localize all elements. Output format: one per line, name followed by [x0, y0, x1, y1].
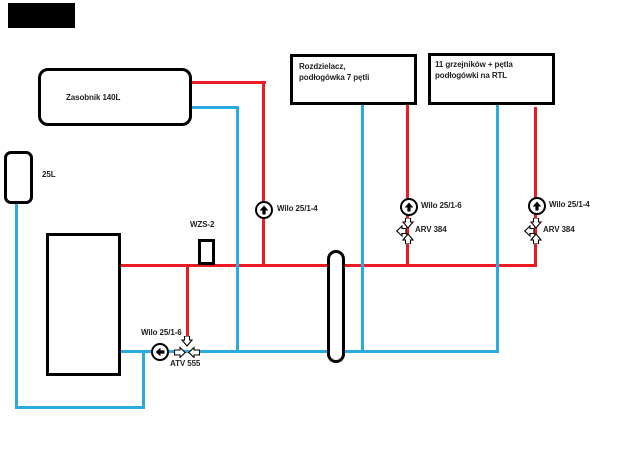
supply-pipe-radiator-circuit — [534, 107, 537, 267]
pump-dhw — [255, 201, 273, 219]
pump-arrow-up-icon — [404, 202, 414, 212]
three-way-valve-icon — [396, 218, 415, 244]
pump-dhw-label: Wilo 25/1-4 — [277, 204, 318, 213]
pump-arrow-up-icon — [259, 205, 269, 215]
return-pipe-main-left — [121, 350, 328, 353]
expansion-tank-label: 25L — [42, 170, 56, 179]
buffer-tank — [38, 68, 192, 126]
valve-radiators-arv-label: ARV 384 — [543, 225, 575, 234]
redaction-box — [8, 3, 75, 28]
return-pipe-tank-vertical — [236, 106, 239, 353]
three-way-mixing-valve-icon — [174, 336, 200, 358]
expansion-tank — [4, 151, 33, 204]
pump-arrow-left-icon — [155, 347, 165, 357]
return-pipe-expansion-vertical — [15, 204, 18, 409]
manifold-box — [290, 54, 417, 105]
pump-floor — [400, 198, 418, 216]
supply-pipe-mixing-drop — [186, 266, 189, 338]
valve-floor-arv-label: ARV 384 — [415, 225, 447, 234]
manifold-box-line1: Rozdzielacz, — [299, 62, 346, 71]
three-way-valve-icon — [524, 218, 543, 244]
wzs-sensor — [198, 239, 215, 265]
supply-pipe-floor-circuit — [406, 105, 409, 267]
supply-pipe-main-left — [121, 264, 328, 267]
buffer-tank-label: Zasobnik 140L — [66, 93, 121, 102]
return-pipe-floor-circuit — [361, 104, 364, 353]
pump-floor-label: Wilo 25/1-6 — [421, 201, 462, 210]
hydraulic-separator — [327, 250, 345, 363]
supply-pipe-tank-horizontal — [192, 81, 266, 84]
radiators-box — [428, 53, 555, 105]
boiler — [46, 233, 121, 376]
manifold-box-line2: podłogówka 7 pętli — [299, 73, 370, 82]
radiators-box-line2: podłogówki na RTL — [435, 71, 508, 80]
pump-boiler-return — [151, 343, 169, 361]
return-pipe-loop-bottom — [15, 406, 145, 409]
return-pipe-loop-vertical — [142, 350, 145, 409]
supply-pipe-main-right — [344, 264, 537, 267]
return-pipe-radiator-circuit — [496, 105, 499, 353]
supply-pipe-tank-vertical — [262, 81, 265, 267]
pump-boiler-return-label: Wilo 25/1-6 — [141, 328, 182, 337]
pump-radiators — [528, 197, 546, 215]
return-pipe-main-right — [344, 350, 499, 353]
wzs-sensor-label: WZS-2 — [190, 220, 215, 229]
valve-mixing-atv-label: ATV 555 — [170, 359, 201, 368]
return-pipe-tank-horizontal — [192, 106, 239, 109]
pump-arrow-up-icon — [532, 201, 542, 211]
pump-radiators-label: Wilo 25/1-4 — [549, 200, 590, 209]
radiators-box-line1: 11 grzejników + pętla — [435, 60, 513, 69]
